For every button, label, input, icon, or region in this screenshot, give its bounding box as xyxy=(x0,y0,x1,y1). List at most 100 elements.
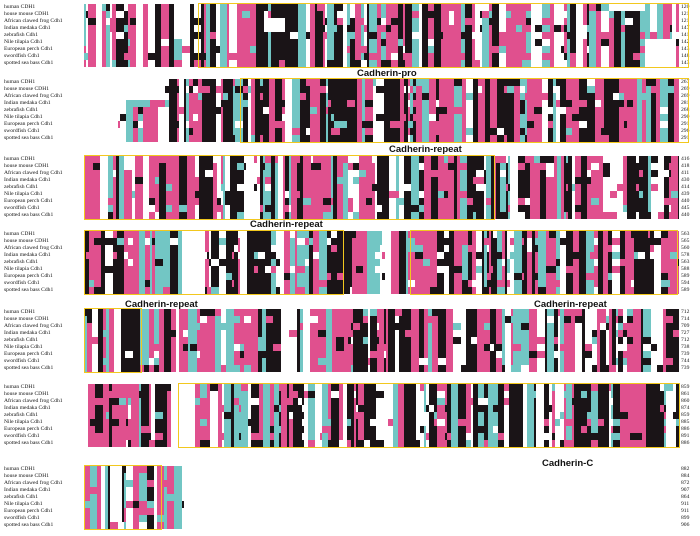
residue-shading xyxy=(275,86,282,93)
residue-shading xyxy=(566,287,573,294)
residue-shading xyxy=(444,252,449,259)
residue-shading xyxy=(556,266,560,273)
residue-shading xyxy=(428,337,432,344)
residue-shading xyxy=(321,205,323,212)
residue-shading xyxy=(436,121,439,128)
residue-shading xyxy=(172,198,179,205)
residue-shading xyxy=(660,79,668,86)
residue-shading xyxy=(525,163,530,170)
residue-shading xyxy=(571,358,575,365)
residue-shading xyxy=(400,128,404,135)
residue-shading xyxy=(666,344,673,351)
position-number: 290 xyxy=(681,114,690,120)
residue-shading xyxy=(507,266,510,273)
residue-shading xyxy=(639,205,643,212)
residue-shading xyxy=(375,238,380,245)
residue-shading xyxy=(334,114,340,121)
residue-shading xyxy=(121,351,125,358)
residue-shading xyxy=(554,156,557,163)
residue-shading xyxy=(320,433,322,440)
residue-shading xyxy=(504,79,507,86)
residue-shading xyxy=(210,39,216,46)
residue-shading xyxy=(302,391,304,398)
residue-shading xyxy=(333,156,337,163)
residue-shading xyxy=(347,18,350,25)
residue-shading xyxy=(650,231,654,238)
residue-shading xyxy=(393,384,398,391)
residue-shading xyxy=(535,280,538,287)
residue-shading xyxy=(454,135,462,142)
residue-shading xyxy=(179,191,187,198)
residue-shading xyxy=(639,170,643,177)
residue-shading xyxy=(354,405,356,412)
residue-shading xyxy=(648,266,650,273)
residue-shading xyxy=(673,323,679,330)
residue-shading xyxy=(149,419,151,426)
residue-shading xyxy=(350,32,355,39)
residue-shading xyxy=(568,156,572,163)
residue-shading xyxy=(155,259,163,266)
residue-shading xyxy=(382,252,385,259)
residue-shading xyxy=(422,25,428,32)
residue-shading xyxy=(226,323,234,330)
residue-shading xyxy=(177,107,179,114)
residue-shading xyxy=(462,259,468,266)
residue-shading xyxy=(168,309,171,316)
residue-shading xyxy=(504,135,507,142)
residue-shading xyxy=(184,107,186,114)
residue-shading xyxy=(327,280,331,287)
residue-shading xyxy=(634,245,638,252)
residue-shading xyxy=(143,53,148,60)
residue-shading xyxy=(271,287,276,294)
residue-shading xyxy=(171,358,176,365)
residue-shading xyxy=(295,287,297,294)
residue-shading xyxy=(308,433,315,440)
residue-shading xyxy=(408,114,410,121)
domain-label: Cadherin-repeat xyxy=(534,299,607,310)
residue-shading xyxy=(564,358,571,365)
residue-shading xyxy=(619,121,624,128)
residue-shading xyxy=(465,32,472,39)
residue-shading xyxy=(500,205,506,212)
residue-shading xyxy=(86,245,89,252)
residue-shading xyxy=(429,93,436,100)
residue-shading xyxy=(564,337,571,344)
residue-shading xyxy=(328,100,331,107)
residue-shading xyxy=(492,46,499,53)
residue-shading xyxy=(462,86,466,93)
residue-shading xyxy=(434,426,437,433)
residue-shading xyxy=(449,231,454,238)
residue-shading xyxy=(94,238,101,245)
residue-shading xyxy=(462,280,468,287)
residue-shading xyxy=(633,39,640,46)
residue-shading xyxy=(322,412,328,419)
residue-shading xyxy=(260,177,263,184)
residue-shading xyxy=(491,252,493,259)
residue-shading xyxy=(356,391,358,398)
residue-shading xyxy=(502,280,505,287)
residue-shading xyxy=(221,121,223,128)
residue-shading xyxy=(428,18,434,25)
residue-shading xyxy=(290,238,295,245)
residue-shading xyxy=(454,287,462,294)
residue-shading xyxy=(207,412,210,419)
residue-shading xyxy=(590,280,594,287)
residue-shading xyxy=(186,107,189,114)
residue-shading xyxy=(271,184,275,191)
residue-shading xyxy=(623,177,627,184)
residue-shading xyxy=(621,25,625,32)
residue-shading xyxy=(189,135,193,142)
residue-shading xyxy=(94,259,101,266)
residue-shading xyxy=(109,391,112,398)
residue-shading xyxy=(270,405,274,412)
residue-shading xyxy=(313,212,321,219)
residue-shading xyxy=(556,259,560,266)
residue-shading xyxy=(109,351,114,358)
residue-shading xyxy=(239,426,241,433)
residue-shading xyxy=(275,212,278,219)
residue-shading xyxy=(473,79,478,86)
residue-shading xyxy=(359,177,366,184)
residue-shading xyxy=(384,135,390,142)
residue-shading xyxy=(631,238,634,245)
residue-shading xyxy=(103,440,106,447)
